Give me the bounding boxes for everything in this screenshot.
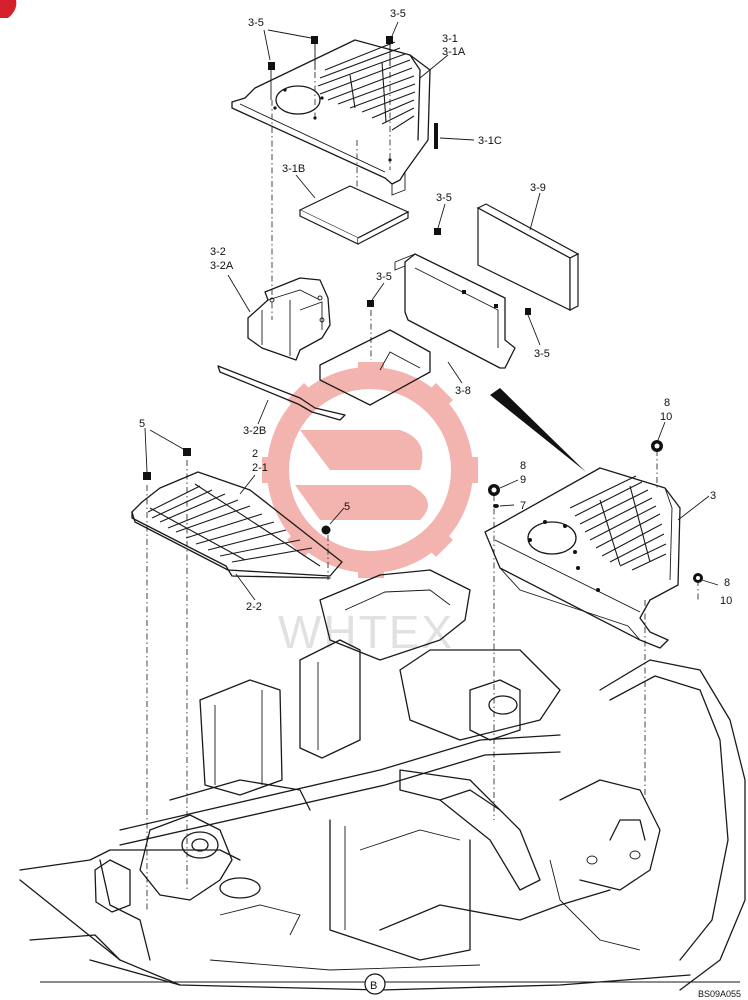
- callout-label: 3-5: [436, 192, 452, 204]
- callout-label: 8: [724, 577, 730, 589]
- callout-label: 2-2: [246, 601, 262, 613]
- bolt-icon: [143, 448, 331, 535]
- seal-strip-icon: [434, 123, 438, 149]
- callout-label: 3-2A: [210, 260, 234, 272]
- callout-label: 3-5: [534, 348, 550, 360]
- callout-label: 5: [139, 418, 145, 430]
- corner-badge-icon: [0, 0, 17, 18]
- callout-label: 5: [344, 501, 350, 513]
- part-plate-3-2b: [217, 329, 431, 421]
- view-marker: B: [40, 973, 740, 995]
- part-panel-3-8: [367, 228, 531, 369]
- callout-label: 2-1: [252, 462, 268, 474]
- watermark-logo: [262, 362, 478, 578]
- callout-label: 3-5: [248, 17, 264, 29]
- callout-label: 3-1B: [282, 163, 305, 175]
- callout-label: 3-5: [376, 271, 392, 283]
- drawing-code: BS09A055: [698, 989, 741, 999]
- callout-label: 3-8: [455, 385, 471, 397]
- callout-label: 8: [664, 397, 670, 409]
- part-pad-3-1b: [298, 185, 410, 245]
- callout-label: 3-1A: [442, 46, 466, 58]
- part-bracket-3-2: [247, 277, 331, 361]
- part-step-2: [131, 448, 343, 579]
- callout-label: 8: [520, 460, 526, 472]
- callout-label: 2: [252, 448, 258, 460]
- callout-label: 10: [720, 595, 732, 607]
- watermark-text: WHTEX: [278, 606, 454, 658]
- callout-label: 3-2: [210, 246, 226, 258]
- callout-label: 7: [520, 500, 526, 512]
- direction-arrow-icon: [490, 388, 586, 472]
- callout-label: 3-1: [442, 33, 458, 45]
- view-marker-label: B: [370, 980, 377, 992]
- callout-label: 9: [520, 474, 526, 486]
- part-sponge-3-9: [476, 203, 580, 311]
- part-cover-3-1: [231, 36, 438, 196]
- callout-label: 3-9: [530, 182, 546, 194]
- washer-bolt-icon: [488, 440, 703, 583]
- leader-lines: [144, 21, 719, 601]
- bolt-icon: [268, 36, 393, 100]
- callout-label: 3-5: [390, 8, 406, 20]
- part-cover-3: [484, 440, 703, 649]
- view-marker-circle: [364, 973, 386, 995]
- callout-label: 3-1C: [478, 135, 502, 147]
- callout-label: 3: [710, 490, 716, 502]
- callout-label: 10: [660, 411, 672, 423]
- callout-labels: 3-5 3-5 3-1 3-1A 3-1C 3-1B 3-9 3-5 3-2 3…: [139, 8, 732, 613]
- bolt-icon: [367, 228, 531, 315]
- callout-label: 3-2B: [243, 425, 266, 437]
- assembly-center-lines: [146, 45, 699, 910]
